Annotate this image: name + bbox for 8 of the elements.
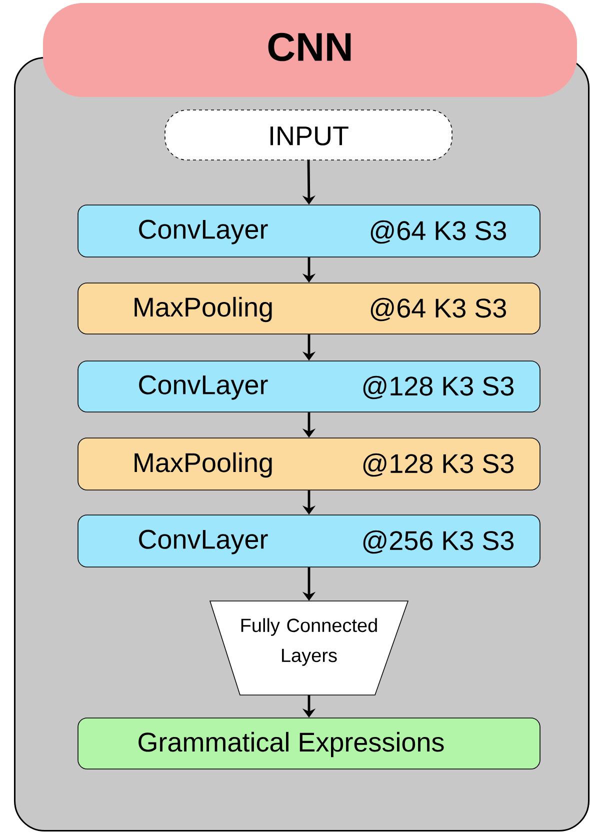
layer-box: MaxPooling @128 K3 S3 <box>78 438 540 490</box>
layer-box: ConvLayer @64 K3 S3 <box>78 204 540 258</box>
input-box: INPUT <box>164 110 452 160</box>
layer-box: MaxPooling @64 K3 S3 <box>78 282 540 334</box>
layer-box: ConvLayer @256 K3 S3 <box>78 514 540 568</box>
layer-box: ConvLayer @128 K3 S3 <box>78 360 540 412</box>
output-box: Grammatical Expressions <box>78 718 540 770</box>
node-label: CNN <box>268 32 351 62</box>
